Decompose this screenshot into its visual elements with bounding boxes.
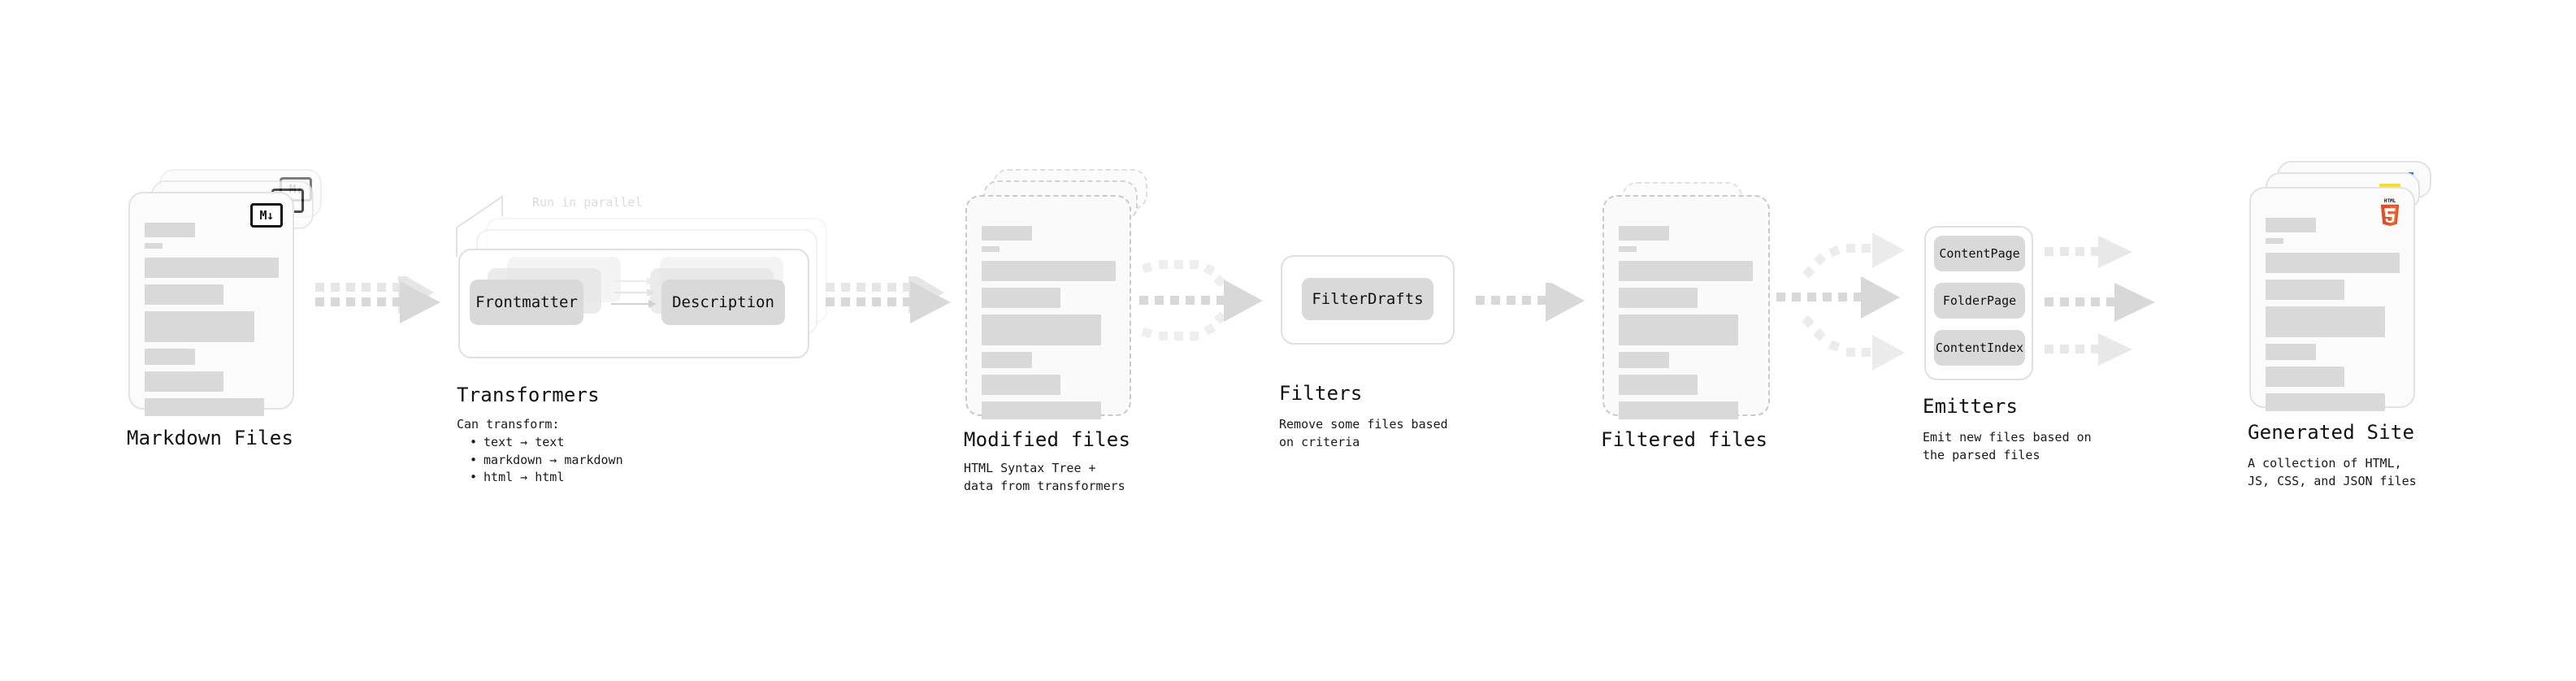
- doc-bar: [145, 284, 223, 305]
- pill-contentpage[interactable]: ContentPage: [1934, 236, 2025, 271]
- doc-bar: [982, 226, 1032, 241]
- caption-transformers: Transformers: [457, 384, 600, 406]
- caption-generated-site: Generated Site: [2248, 421, 2415, 444]
- markdown-icon: M↓: [250, 203, 283, 228]
- doc-bar: [2266, 306, 2385, 337]
- caption-modified-files: Modified files: [964, 428, 1131, 451]
- doc-bar: [982, 246, 1000, 252]
- doc-bar: [1619, 288, 1698, 308]
- doc-bar: [2266, 253, 2400, 273]
- pill-description[interactable]: Description: [661, 280, 785, 325]
- caption-emitters: Emitters: [1923, 395, 2019, 418]
- pill-frontmatter[interactable]: Frontmatter: [470, 280, 583, 325]
- transform-item: text → text: [470, 434, 623, 452]
- svg-text:HTML: HTML: [2384, 198, 2396, 204]
- subcaption-filters: Remove some files based on criteria: [1279, 417, 1448, 449]
- doc-bar: [982, 288, 1060, 308]
- caption-filtered-files: Filtered files: [1601, 428, 1768, 451]
- transformers-intro: Can transform:: [457, 417, 560, 432]
- doc-bar: [2266, 280, 2344, 300]
- doc-bar: [145, 311, 254, 342]
- arrow-transformers-to-modified: [821, 276, 961, 341]
- pill-folderpage[interactable]: FolderPage: [1934, 283, 2025, 319]
- doc-bar: [982, 375, 1060, 395]
- arrow-markdown-to-transformers: [310, 276, 450, 341]
- doc-bar: [1619, 226, 1669, 241]
- transform-item: markdown → markdown: [470, 452, 623, 470]
- doc-bar: [1619, 375, 1698, 395]
- doc-bar: [145, 243, 163, 249]
- doc-bar: [1619, 261, 1753, 281]
- doc-bar: [982, 261, 1116, 281]
- html5-icon: HTML: [2378, 197, 2402, 229]
- site-file-html-card: HTML: [2249, 187, 2415, 411]
- doc-bar: [2266, 393, 2385, 411]
- arrow-modified-to-filters: [1138, 258, 1292, 364]
- subcaption-generated-site: A collection of HTML, JS, CSS, and JSON …: [2248, 456, 2417, 488]
- doc-bar: [982, 401, 1101, 419]
- transform-item: html → html: [470, 469, 623, 487]
- transformer-inner-arrows: [611, 273, 660, 322]
- doc-bar: [2266, 344, 2316, 360]
- doc-bar: [1619, 352, 1669, 368]
- run-in-parallel-label: Run in parallel: [532, 195, 643, 210]
- doc-bar: [2266, 218, 2316, 232]
- doc-bar: [982, 314, 1101, 345]
- modified-file-card: [965, 195, 1131, 419]
- caption-filters: Filters: [1279, 382, 1363, 405]
- markdown-file-card: M↓: [128, 192, 294, 416]
- subcaption-modified-files: HTML Syntax Tree + data from transformer…: [964, 461, 1125, 493]
- doc-bar: [1619, 314, 1738, 345]
- run-in-parallel-bracket: [455, 192, 561, 258]
- doc-bar: [1619, 401, 1738, 419]
- arrow-emitters-to-site: [2041, 229, 2196, 380]
- doc-bar: [2266, 238, 2283, 244]
- arrow-filtered-to-emitters: [1776, 226, 1931, 375]
- transformers-detail: Can transform: text → text markdown → ma…: [457, 416, 623, 487]
- doc-bar: [2266, 367, 2344, 387]
- doc-bar: [145, 349, 195, 365]
- caption-markdown-files: Markdown Files: [127, 427, 294, 449]
- doc-bar: [145, 371, 223, 392]
- arrow-filters-to-filtered: [1472, 283, 1594, 332]
- doc-bar: [145, 223, 195, 237]
- filtered-file-card: [1602, 195, 1770, 419]
- doc-bar: [1619, 246, 1637, 252]
- pill-contentindex[interactable]: ContentIndex: [1934, 330, 2025, 366]
- pill-filterdrafts[interactable]: FilterDrafts: [1302, 278, 1433, 320]
- subcaption-emitters: Emit new files based on the parsed files: [1923, 430, 2092, 462]
- doc-bar: [145, 398, 264, 416]
- doc-bar: [145, 258, 279, 278]
- doc-bar: [982, 352, 1032, 368]
